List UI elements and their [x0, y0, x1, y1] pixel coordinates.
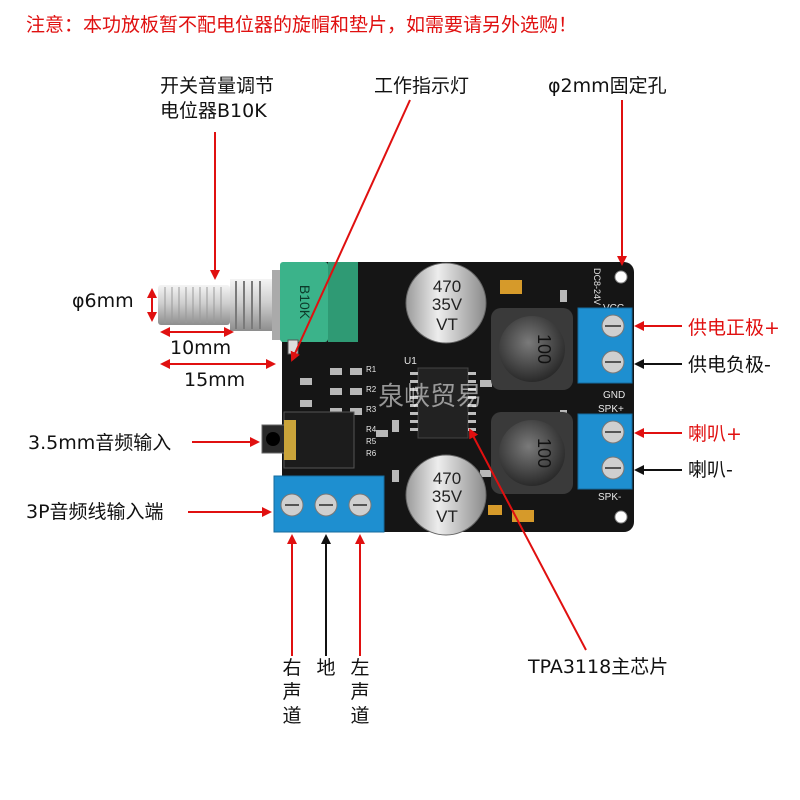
mount-hole-top-right: [614, 270, 628, 284]
label-audio-jack: 3.5mm音频输入: [28, 432, 172, 454]
label-terminal-3p: 3P音频线输入端: [26, 501, 164, 523]
svg-text:35V: 35V: [432, 487, 463, 506]
capacitor-top: 470 35V VT: [405, 262, 487, 344]
svg-text:R2: R2: [366, 385, 377, 394]
label-power-negative: 供电负极-: [688, 354, 771, 376]
silk-u1: U1: [404, 356, 417, 367]
silk-spk-plus: SPK+: [598, 404, 624, 415]
silk-gnd: GND: [603, 390, 625, 401]
tantalum-caps: [488, 280, 534, 522]
label-potentiometer-line1: 开关音量调节: [160, 75, 275, 97]
label-power-positive: 供电正极+: [688, 317, 780, 339]
svg-text:R3: R3: [366, 405, 377, 414]
inductor-top: 100: [491, 308, 573, 390]
label-shaft-10mm: 10mm: [170, 337, 232, 359]
svg-text:470: 470: [433, 277, 461, 296]
svg-text:100: 100: [534, 438, 554, 468]
label-ground: 地: [316, 657, 336, 679]
label-shaft-diameter: φ6mm: [72, 290, 134, 312]
svg-text:R5: R5: [366, 437, 377, 446]
label-left-channel: 左声道: [350, 657, 370, 727]
watermark: 泉峡贸易: [378, 382, 482, 412]
svg-text:R6: R6: [366, 449, 377, 458]
silk-spk-minus: SPK-: [598, 492, 621, 503]
label-chip: TPA3118主芯片: [528, 656, 669, 678]
label-mount-hole: φ2mm固定孔: [548, 75, 667, 97]
svg-text:R1: R1: [366, 365, 377, 374]
terminal-speaker: [577, 413, 633, 490]
silk-voltage: DC8-24V: [592, 268, 602, 305]
potentiometer: B10K: [158, 262, 358, 342]
svg-text:VT: VT: [436, 507, 458, 526]
mount-hole-bottom-right: [614, 510, 628, 524]
terminal-power: [577, 307, 633, 384]
capacitor-bottom: 470 35V VT: [405, 454, 487, 536]
svg-text:VT: VT: [436, 315, 458, 334]
svg-text:R4: R4: [366, 425, 377, 434]
annotation-arrows: [147, 99, 682, 656]
label-speaker-negative: 喇叭-: [688, 459, 733, 481]
label-indicator-light: 工作指示灯: [374, 75, 470, 97]
audio-jack: [261, 411, 355, 469]
label-right-channel: 右声道: [282, 657, 302, 727]
label-potentiometer-line2: 电位器B10K: [160, 100, 267, 122]
inductor-bottom: 100: [491, 412, 573, 494]
label-shaft-15mm: 15mm: [184, 369, 246, 391]
pot-marking: B10K: [297, 285, 313, 320]
terminal-3p: [273, 475, 385, 533]
svg-text:35V: 35V: [432, 295, 463, 314]
notice-text: 注意：本功放板暂不配电位器的旋帽和垫片，如需要请另外选购！: [26, 14, 578, 36]
svg-text:470: 470: [433, 469, 461, 488]
label-speaker-positive: 喇叭+: [688, 423, 742, 445]
svg-text:100: 100: [534, 334, 554, 364]
